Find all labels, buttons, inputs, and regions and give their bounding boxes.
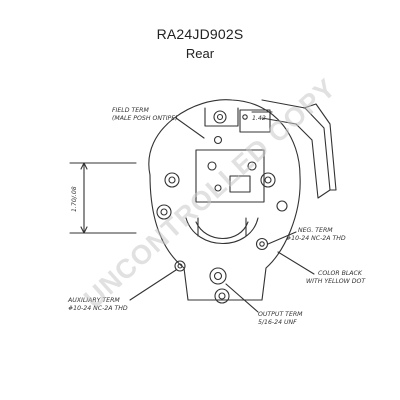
top-mount-hole [213,110,227,124]
field-term-label: FIELD TERM [112,107,149,114]
leader-output [225,283,259,313]
field-terminal [213,135,223,145]
top-mount-lug [204,107,239,127]
neg-term-label: NEG. TERM [298,227,333,234]
view-label: Rear [185,46,215,61]
color-sublabel: WITH YELLOW DOT [306,278,366,285]
right-bolt-lower [276,200,288,212]
output-term-sublabel: 5/16-24 UNF [258,319,297,326]
left-bolt-lower [156,204,172,220]
rectifier-arc [185,217,259,245]
output-term-label: OUTPUT TERM [258,311,303,318]
aux-term-label: AUXILIARY TERM [67,297,120,304]
left-bolt-upper [164,172,180,188]
part-number: RA24JD902S [156,26,244,42]
regulator-block [195,149,265,203]
auxiliary-terminal [174,260,186,272]
field-term-sublabel: (MALE POSH ONTIPE) [112,115,178,122]
output-terminal [209,267,227,285]
leader-aux [129,269,177,301]
aux-term-sublabel: #10-24 NC-2A THD [68,305,128,312]
dimension-label: 1.70/.08 [71,186,78,212]
color-label: COLOR BLACK [318,270,363,277]
dimension-line [69,162,137,234]
upper-right-pad [239,109,271,133]
leader-neg [267,231,297,245]
negative-terminal [255,237,269,251]
leader-field [175,117,205,139]
leader-color [277,251,315,275]
angle-label: 1.42 [252,115,266,122]
neg-term-sublabel: #10-24 NC-2A THD [286,235,346,242]
side-bracket [261,99,331,199]
bottom-mount-ring [214,288,230,304]
right-bolt-upper [260,172,276,188]
housing-outline [148,99,301,301]
